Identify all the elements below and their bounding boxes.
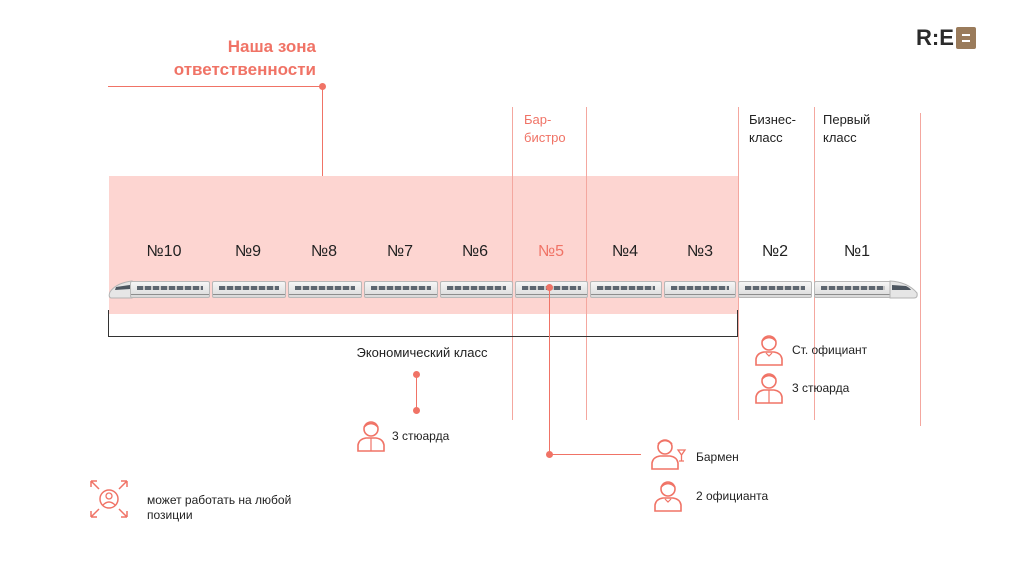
title-connector-dot-top	[319, 83, 326, 90]
header-first: Первый класс	[823, 111, 870, 147]
train-car-4	[590, 281, 662, 298]
train-car-7	[364, 281, 438, 298]
business-stewards-label: 3 стюарда	[792, 381, 849, 395]
bistro-connector-line	[549, 287, 550, 455]
any-position-icon	[88, 478, 130, 520]
car-number-7: №7	[363, 243, 437, 261]
car-number-6: №6	[438, 243, 512, 261]
train-nose-rear-icon	[108, 281, 132, 298]
train-nose-front-icon	[890, 281, 918, 298]
bartender-label: Бармен	[696, 450, 739, 464]
business-steward-icon	[754, 370, 784, 404]
economy-class-label: Экономический класс	[322, 345, 522, 360]
divider-business-left	[738, 107, 739, 420]
train-car-1	[814, 281, 892, 298]
economy-connector-dot-top	[413, 371, 420, 378]
economy-connector-dot-bottom	[413, 407, 420, 414]
steward-icon	[356, 418, 386, 452]
car-number-9: №9	[211, 243, 285, 261]
waiter-icon	[653, 478, 683, 512]
car-number-4: №4	[588, 243, 662, 261]
title-line-2: ответственности	[110, 58, 316, 81]
header-business: Бизнес- класс	[749, 111, 796, 147]
car-number-5: №5	[514, 243, 588, 261]
bartender-icon	[650, 436, 686, 470]
train-car-8	[288, 281, 362, 298]
car-number-10: №10	[127, 243, 201, 261]
economy-stewards-label: 3 стюарда	[392, 429, 449, 443]
car-number-1: №1	[820, 243, 894, 261]
bistro-connector-dot-top	[546, 284, 553, 291]
economy-bracket	[108, 310, 738, 337]
train-car-10	[130, 281, 210, 298]
train-logo-icon	[956, 27, 976, 49]
bistro-connector-horizontal	[549, 454, 641, 455]
train-illustration	[108, 275, 918, 305]
bistro-connector-dot-bottom	[546, 451, 553, 458]
header-bistro: Бар- бистро	[524, 111, 566, 147]
train-car-6	[440, 281, 513, 298]
any-position-note: может работать на любой позиции	[147, 493, 291, 523]
train-car-3	[664, 281, 736, 298]
car-number-3: №3	[663, 243, 737, 261]
divider-first-left	[814, 107, 815, 420]
train-car-9	[212, 281, 286, 298]
logo-text: R:E	[916, 25, 954, 51]
bistro-waiters-label: 2 официанта	[696, 489, 768, 503]
company-logo: R:E	[916, 24, 976, 52]
title-line-1: Наша зона	[110, 35, 316, 58]
divider-bistro-right	[586, 107, 587, 420]
title-underline	[108, 86, 322, 87]
divider-bistro-left	[512, 107, 513, 420]
head-waiter-label: Ст. официант	[792, 343, 867, 357]
car-number-8: №8	[287, 243, 361, 261]
divider-first-right	[920, 113, 921, 426]
section-title: Наша зона ответственности	[110, 35, 316, 81]
train-car-2	[738, 281, 812, 298]
car-number-2: №2	[738, 243, 812, 261]
head-waiter-icon	[754, 332, 784, 366]
